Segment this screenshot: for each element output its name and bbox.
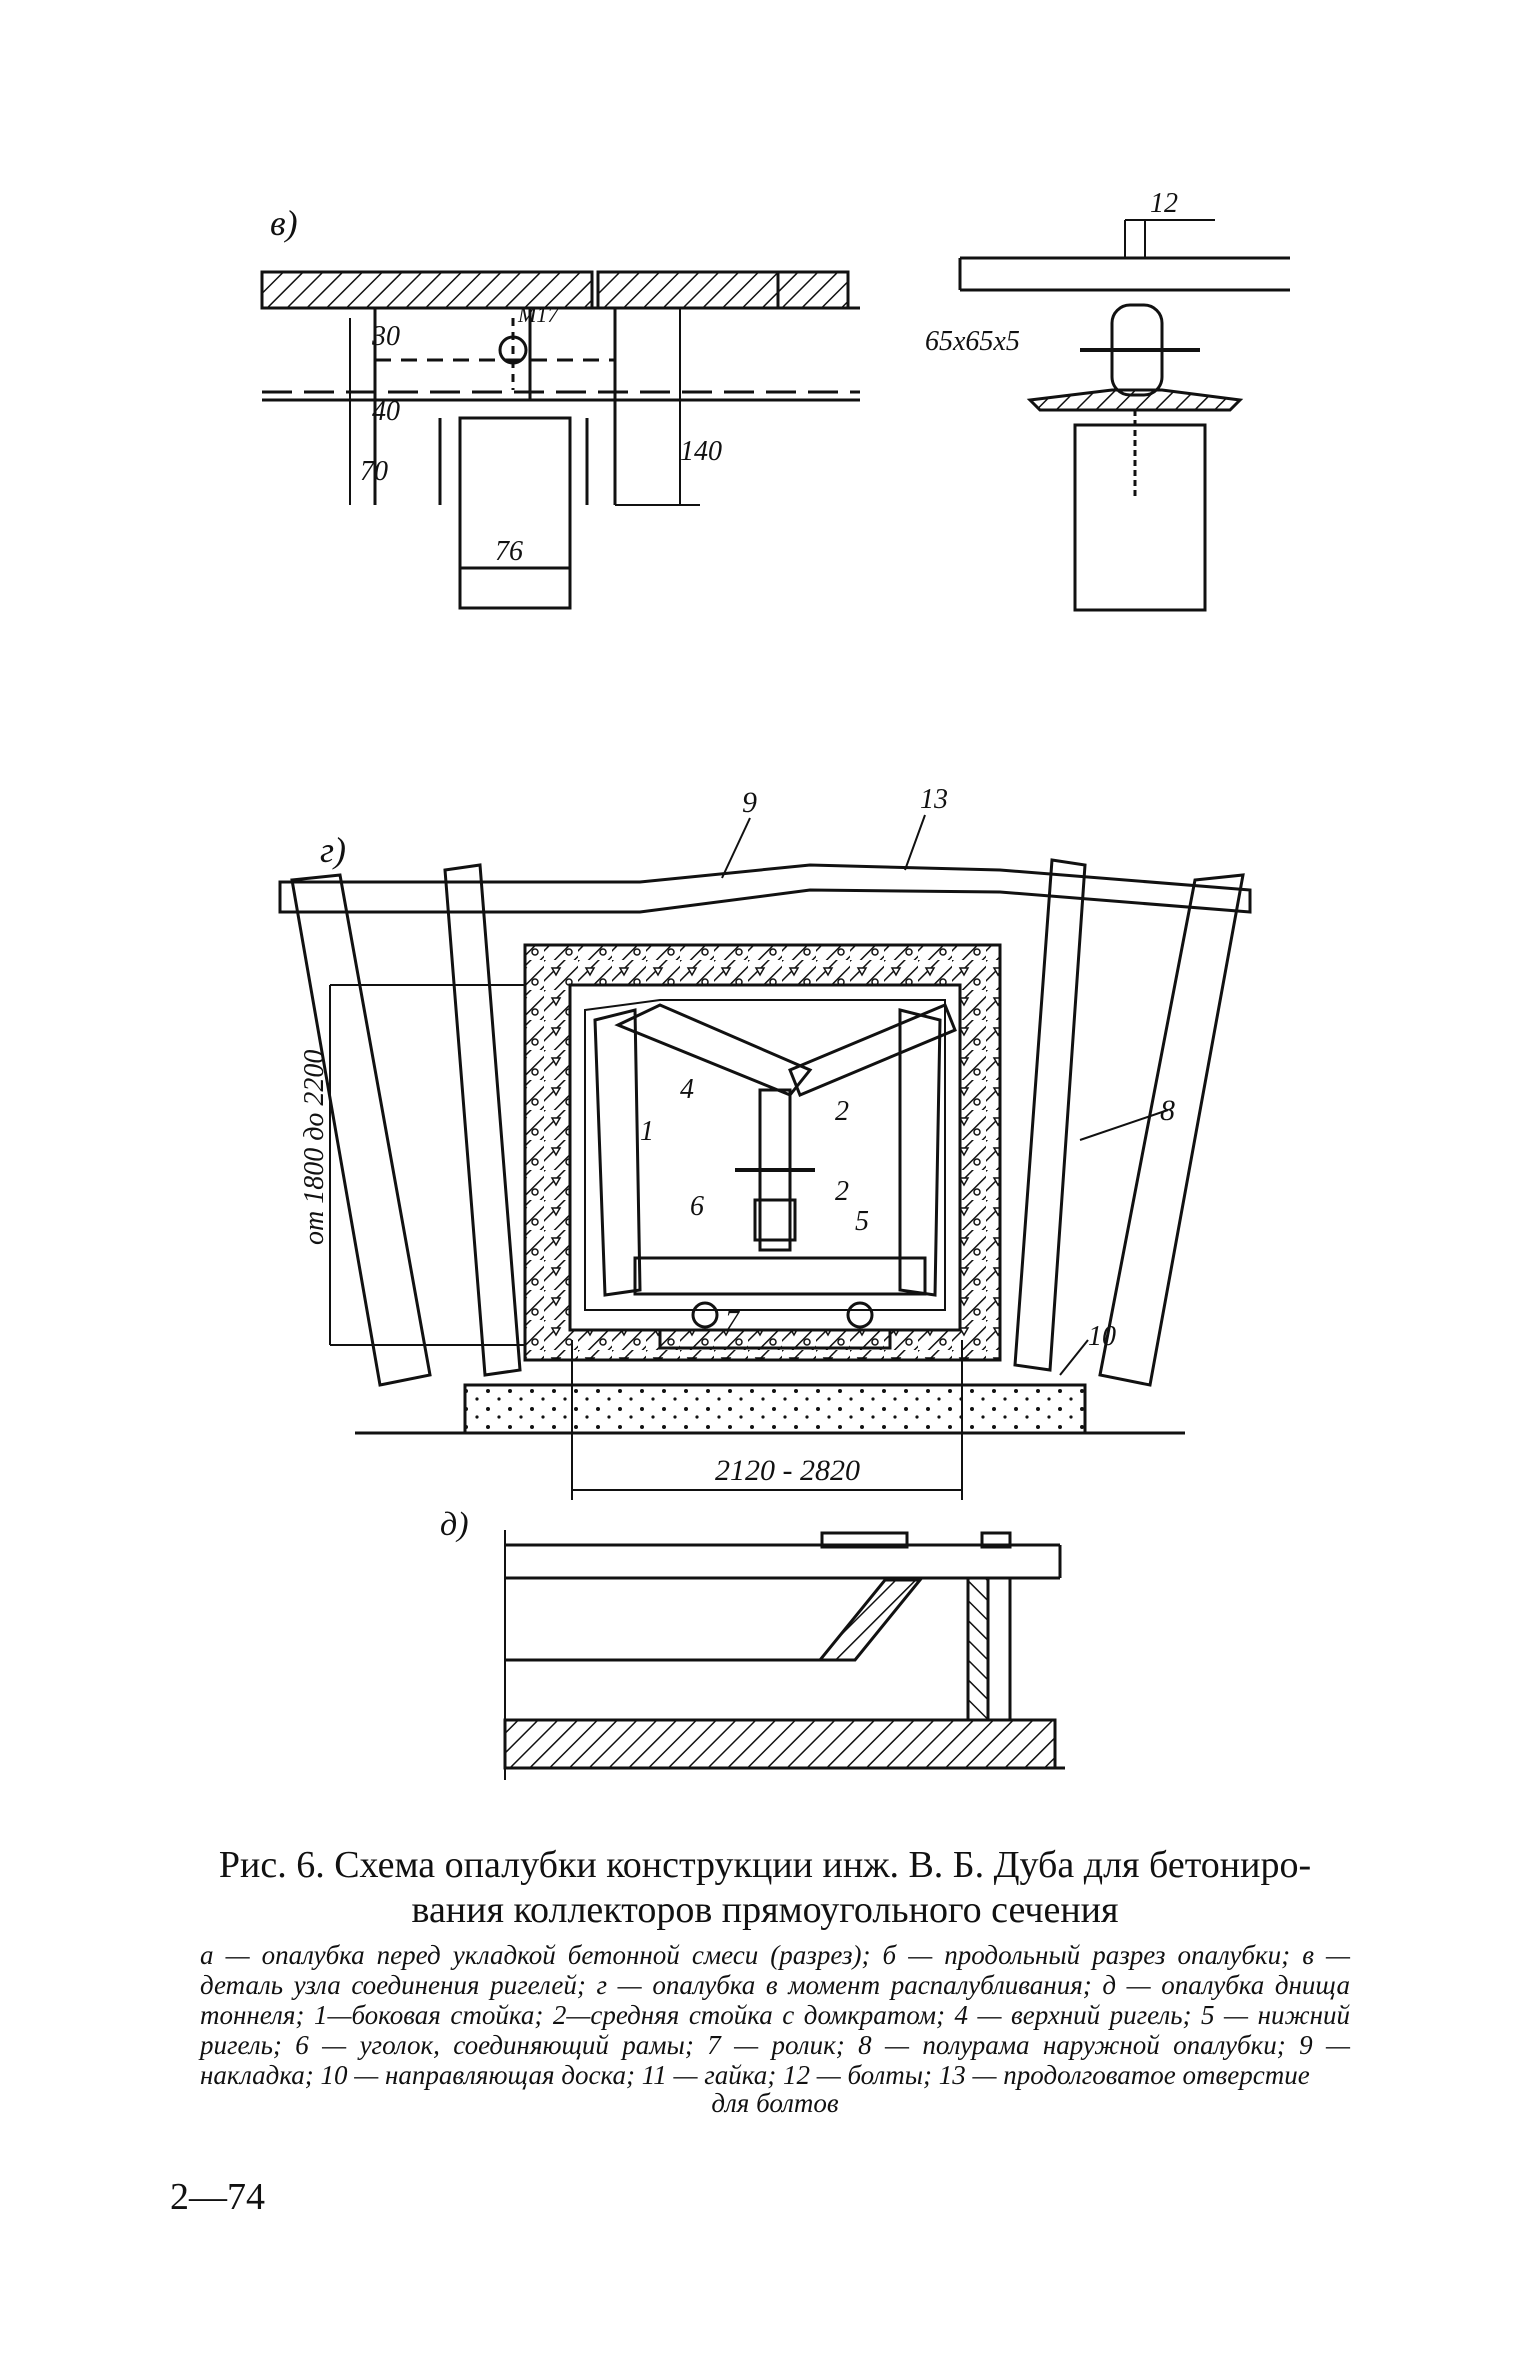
dim-70: 70: [360, 456, 388, 487]
panel-g-label: г): [320, 830, 346, 870]
callout-2a: 2: [835, 1096, 849, 1127]
panel-v-detail: [260, 270, 860, 610]
callout-8: 8: [1160, 1094, 1175, 1127]
dim-40: 40: [372, 396, 400, 427]
caption-line-2: вания коллекторов прямоугольного сечения: [411, 1889, 1119, 1931]
legend-text: а — опалубка перед укладкой бетонной сме…: [200, 1940, 1350, 2090]
callout-4: 4: [680, 1074, 694, 1105]
panel-d-label: д): [440, 1506, 469, 1543]
callout-2b: 2: [835, 1176, 849, 1207]
angle-label: 65x65x5: [925, 326, 1020, 357]
width-dim: 2120 - 2820: [715, 1454, 860, 1487]
callout-5: 5: [855, 1206, 869, 1237]
dim-76: 76: [495, 536, 523, 567]
legend-last-line: для болтов: [711, 2088, 839, 2118]
panel-v-section: [958, 219, 1290, 612]
panel-d-bottom: [503, 1530, 1065, 1780]
callout-7: 7: [725, 1306, 740, 1337]
dim-30: 30: [371, 321, 400, 352]
callout-1: 1: [640, 1116, 654, 1147]
dim-140: 140: [680, 436, 722, 467]
dim-12: 12: [1150, 188, 1178, 219]
callout-6: 6: [690, 1191, 704, 1222]
caption-line-1: Рис. 6. Схема опалубки конструкции инж. …: [218, 1844, 1312, 1886]
height-dim: от 1800 до 2200: [299, 1050, 330, 1245]
page-number: 2—74: [170, 2176, 265, 2218]
callout-13: 13: [920, 784, 948, 815]
bolt-label: М17: [517, 302, 559, 327]
callout-9: 9: [742, 786, 757, 819]
panel-g-formwork: [278, 814, 1252, 1500]
panel-v-label: в): [270, 203, 298, 243]
callout-10: 10: [1088, 1321, 1116, 1352]
